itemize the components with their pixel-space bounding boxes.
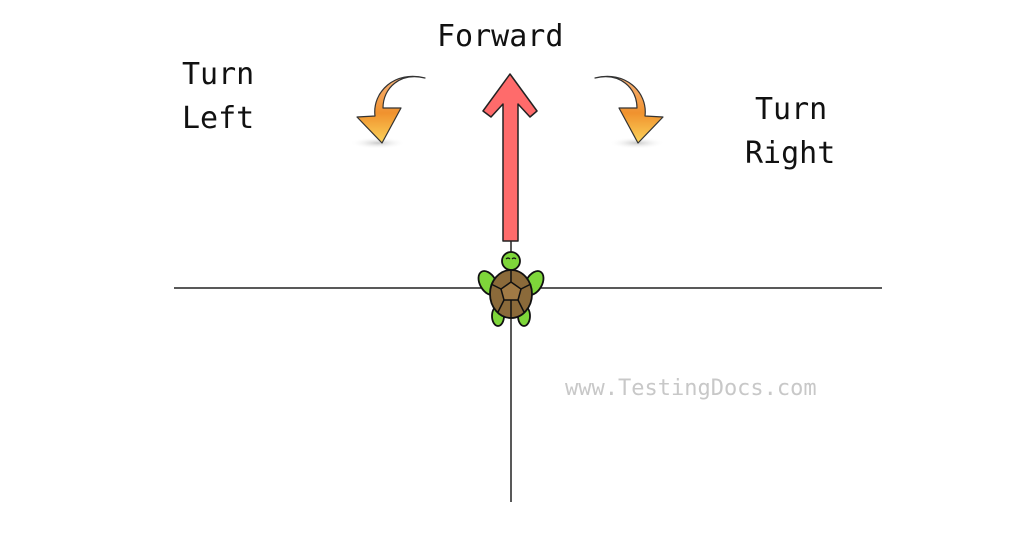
forward-arrow-icon: [482, 73, 538, 242]
turtle-icon: [477, 251, 545, 327]
turn-right-arrow-icon: [594, 75, 664, 144]
turn-left-label-line1: Turn: [182, 57, 255, 92]
turn-left-arrow-icon: [356, 75, 426, 144]
turn-right-label-line2: Right: [745, 136, 836, 171]
turn-left-label-line2: Left: [182, 101, 255, 136]
forward-label: Forward: [437, 19, 564, 54]
watermark: www.TestingDocs.com: [565, 376, 817, 401]
turn-right-label-line1: Turn: [755, 92, 828, 127]
